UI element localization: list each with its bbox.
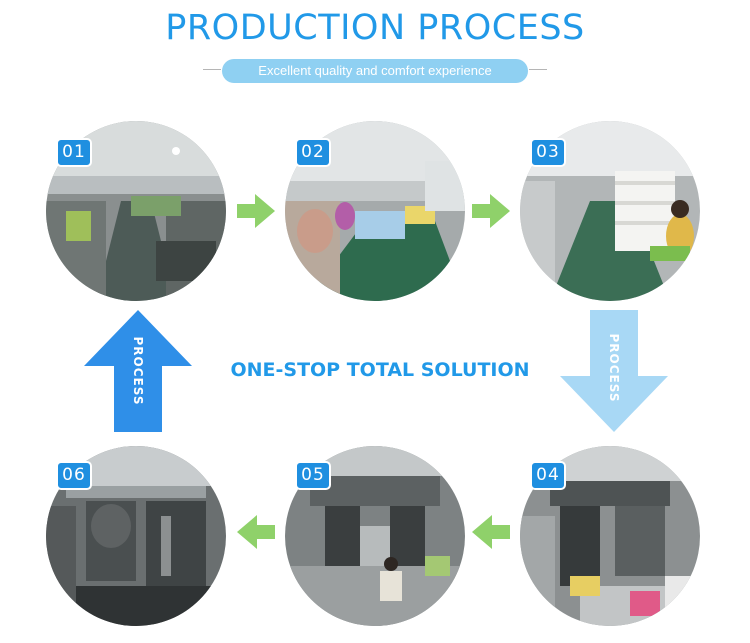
- divider-left: [203, 69, 221, 70]
- step-04-badge: 04: [530, 461, 566, 490]
- step-06: 06: [46, 446, 226, 626]
- page-title: PRODUCTION PROCESS: [165, 8, 585, 48]
- arrow-up-icon: [84, 310, 192, 432]
- arrow-down-icon: [560, 310, 668, 432]
- arrow-left-icon: [472, 515, 510, 549]
- process-label-left: PROCESS: [131, 336, 145, 406]
- step-03-badge: 03: [530, 138, 566, 167]
- step-06-badge: 06: [56, 461, 92, 490]
- step-02-badge: 02: [295, 138, 331, 167]
- divider-right: [529, 69, 547, 70]
- center-slogan: ONE-STOP TOTAL SOLUTION: [230, 359, 530, 381]
- step-03: 03: [520, 121, 700, 301]
- step-04: 04: [520, 446, 700, 626]
- arrow-right-icon: [472, 194, 510, 228]
- arrow-right-icon: [237, 194, 275, 228]
- subtitle-pill: Excellent quality and comfort experience: [222, 59, 528, 83]
- step-01: 01: [46, 121, 226, 301]
- step-01-badge: 01: [56, 138, 92, 167]
- process-label-right: PROCESS: [607, 333, 621, 403]
- step-05: 05: [285, 446, 465, 626]
- step-05-badge: 05: [295, 461, 331, 490]
- arrow-left-icon: [237, 515, 275, 549]
- step-02: 02: [285, 121, 465, 301]
